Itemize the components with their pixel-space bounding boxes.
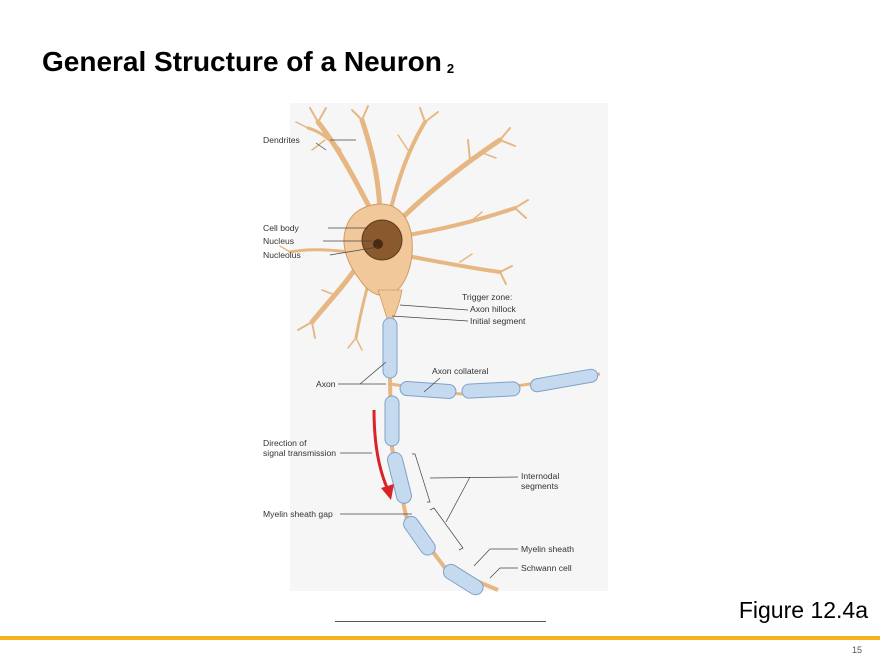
leader-lines (315, 139, 519, 579)
signal-direction-arrow (372, 409, 390, 491)
slide-title-suffix: 2 (446, 61, 455, 76)
nucleus-shape (361, 219, 403, 261)
internodal-bracket-2 (429, 507, 464, 551)
axon-hillock-shape (377, 289, 403, 323)
label-myelin-sheath-gap: Myelin sheath gap (263, 509, 333, 519)
label-nucleus: Nucleus (263, 236, 294, 246)
collateral-myelin-segments (399, 368, 599, 399)
nucleolus-shape (373, 239, 383, 249)
slide-title: General Structure of a Neuron 2 (42, 46, 454, 78)
signal-direction-arrowhead (381, 484, 394, 500)
caption-divider (335, 621, 546, 622)
label-nucleolus: Nucleolus (263, 250, 301, 260)
figure-panel (290, 103, 608, 591)
label-internodal-line2: segments (521, 481, 558, 491)
page-number: 15 (851, 645, 862, 655)
label-dendrites: Dendrites (263, 135, 300, 145)
label-myelin-sheath: Myelin sheath (521, 544, 574, 554)
label-schwann-cell: Schwann cell (521, 563, 572, 573)
label-direction-line1: Direction of (263, 438, 307, 448)
label-axon-collateral: Axon collateral (432, 366, 488, 376)
label-trigger-zone: Trigger zone: (462, 292, 512, 302)
label-internodal-line1: Internodal (521, 471, 559, 481)
slide-title-text: General Structure of a Neuron (42, 46, 442, 77)
label-cell-body: Cell body (263, 223, 300, 233)
myelin-segments (382, 317, 484, 596)
label-direction-line2: signal transmission (263, 448, 336, 458)
figure-reference: Figure 12.4a (738, 597, 868, 623)
internodal-bracket-1 (412, 453, 431, 503)
footer-accent-bar (0, 636, 880, 640)
label-axon: Axon (316, 379, 336, 389)
label-axon-hillock: Axon hillock (470, 304, 517, 314)
label-initial-segment: Initial segment (470, 316, 526, 326)
axon-core (388, 320, 499, 592)
